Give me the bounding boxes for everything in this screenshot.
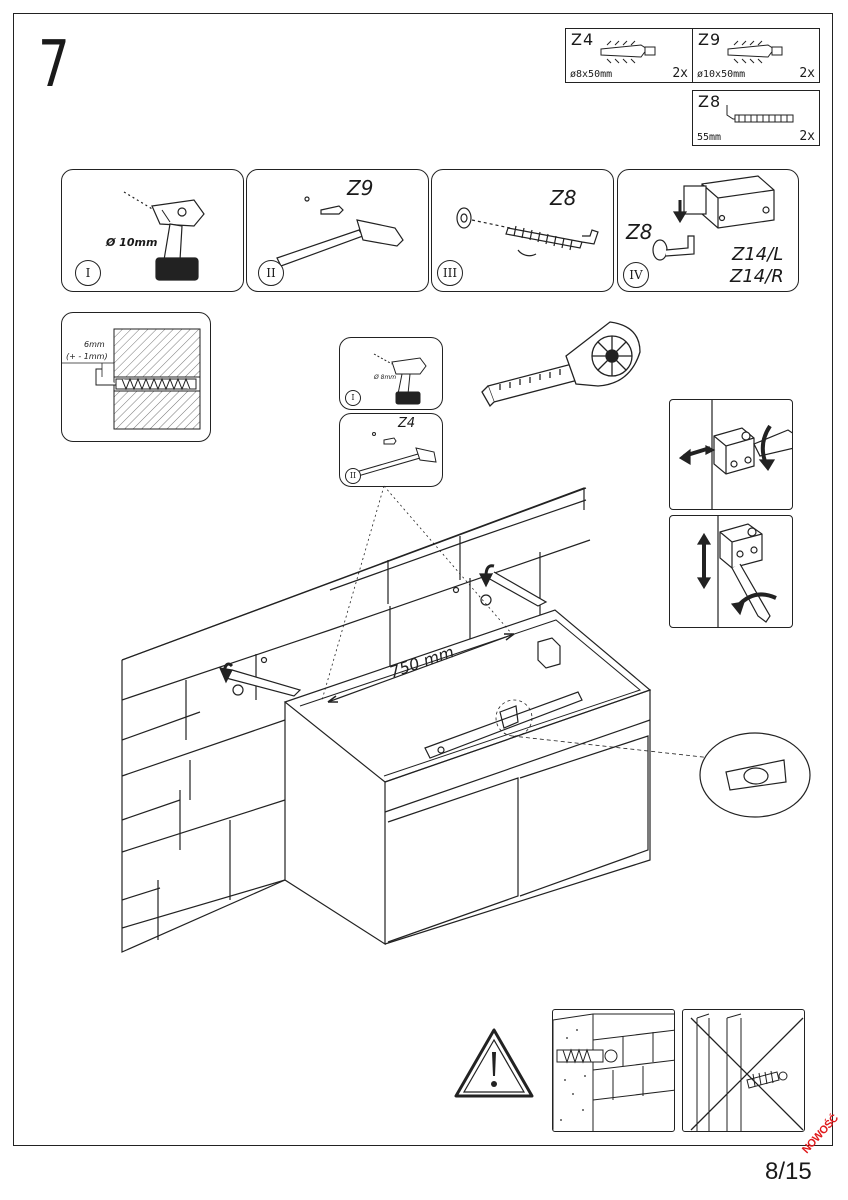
part-box-z4: Z4 ø8x50mm 2x	[565, 28, 693, 83]
page-frame	[13, 13, 833, 1146]
bracket-icon	[678, 400, 792, 509]
small-plug-label: Z4	[398, 416, 416, 431]
bracket-right-label: Z14/R	[730, 266, 784, 287]
panel-adjust-horizontal	[669, 399, 793, 510]
step-marker-ii: II	[258, 260, 284, 286]
panel-hang: Z8 Z14/L Z14/R IV	[617, 169, 799, 292]
part-quantity: 2x	[799, 66, 815, 81]
part-code: Z8	[698, 92, 722, 111]
panel-plug: Z9 II	[246, 169, 429, 292]
depth-label: 6mm	[84, 340, 105, 349]
drill-icon	[373, 353, 427, 405]
part-code: Z9	[698, 30, 722, 49]
hang-part-label: Z8	[626, 220, 653, 244]
bracket-icon	[652, 175, 775, 261]
wall-plug-icon	[600, 40, 656, 64]
hook-screw-icon	[726, 105, 794, 123]
hook-screw-icon	[456, 207, 599, 257]
panel-small-drill: Ø 8mm I	[339, 337, 443, 410]
panel-depth-detail: 6mm (+ - 1mm)	[61, 312, 211, 442]
panel-screw: Z8 III	[431, 169, 614, 292]
part-box-z9: Z9 ø10x50mm 2x	[692, 28, 820, 83]
drill-icon	[123, 191, 205, 281]
tolerance-label: (+ - 1mm)	[66, 352, 108, 361]
solid-wall-icon	[553, 1013, 674, 1131]
panel-small-plug: Z4 II	[339, 413, 443, 487]
bracket-left-label: Z14/L	[732, 244, 784, 265]
part-code: Z4	[571, 30, 595, 49]
step-marker-i: I	[345, 390, 361, 406]
panel-drill: Ø 10mm I	[61, 169, 244, 292]
small-drill-label: Ø 8mm	[374, 374, 397, 381]
step-marker-iii: III	[437, 260, 463, 286]
page-number: 8/15	[765, 1158, 812, 1185]
hammer-icon	[355, 432, 437, 477]
wall-plug-icon	[727, 40, 783, 64]
panel-solid-wall-correct	[552, 1009, 675, 1132]
panel-adjust-vertical	[669, 515, 793, 628]
step-marker-ii: II	[345, 468, 361, 484]
part-box-z8: Z8 55mm 2x	[692, 90, 820, 146]
part-quantity: 2x	[672, 66, 688, 81]
plug-label: Z9	[347, 176, 374, 200]
drill-bit-label: Ø 10mm	[106, 236, 158, 249]
wall-section-icon	[62, 328, 201, 430]
screw-label: Z8	[550, 186, 577, 210]
part-dimension: 55mm	[697, 132, 722, 143]
step-number: 7	[38, 28, 70, 102]
step-marker-iv: IV	[623, 262, 649, 288]
step-marker-i: I	[75, 260, 101, 286]
part-dimension: ø8x50mm	[570, 69, 613, 80]
hollow-wall-icon	[690, 1013, 804, 1131]
panel-hollow-wall-incorrect	[682, 1009, 805, 1132]
bracket-icon	[696, 516, 777, 627]
part-quantity: 2x	[799, 129, 815, 144]
hammer-icon	[276, 196, 404, 267]
part-dimension: ø10x50mm	[697, 69, 746, 80]
